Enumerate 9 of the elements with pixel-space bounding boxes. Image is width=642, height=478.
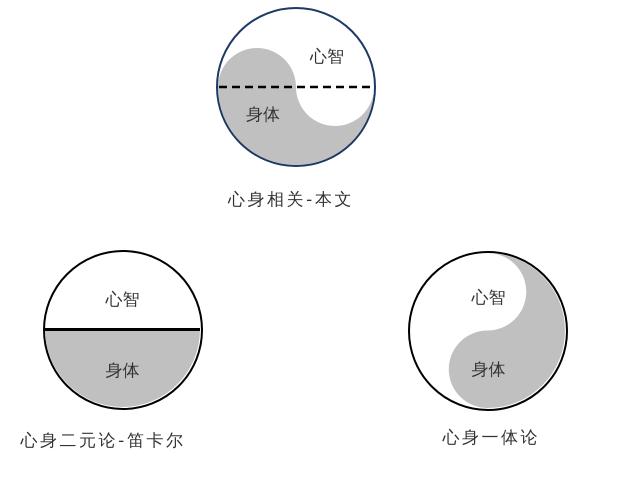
region-label: 心智	[106, 289, 140, 310]
region-label: 身体	[106, 360, 140, 381]
node-label: 心身二元论-笛卡尔	[20, 430, 186, 452]
region-label: 身体	[472, 359, 506, 380]
region-label: 心智	[310, 46, 344, 68]
node-label: 心身相关-本文	[228, 190, 354, 210]
region-label: 身体	[246, 104, 280, 126]
region-label: 心智	[472, 287, 506, 308]
node-label: 心身一体论	[442, 428, 540, 448]
